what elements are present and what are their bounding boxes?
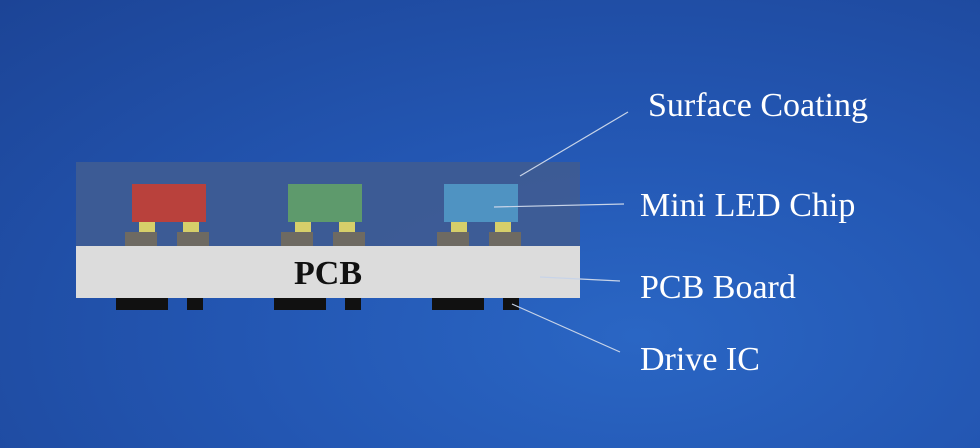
label-pcb-board: PCB Board — [640, 269, 796, 306]
drive-ic-large — [116, 298, 168, 310]
solder-joint — [451, 222, 467, 232]
label-surface-coating: Surface Coating — [648, 87, 868, 124]
pcb-pad — [437, 232, 469, 246]
solder-joint — [495, 222, 511, 232]
pcb-pad — [333, 232, 365, 246]
solder-joint — [295, 222, 311, 232]
pcb-pad — [281, 232, 313, 246]
solder-joint — [339, 222, 355, 232]
pcb-pad — [177, 232, 209, 246]
label-mini-led-chip: Mini LED Chip — [640, 187, 856, 224]
led-chip-red — [132, 184, 206, 222]
led-chip-blue — [444, 184, 518, 222]
drive-ic-small — [503, 298, 519, 310]
led-chip-green — [288, 184, 362, 222]
leader-line-pcb-board — [539, 276, 621, 282]
led-chip-group — [125, 184, 209, 246]
label-drive-ic: Drive IC — [640, 341, 760, 378]
pcb-board — [76, 246, 580, 298]
solder-joint — [139, 222, 155, 232]
drive-ic-large — [274, 298, 326, 310]
pcb-board-text: PCB — [294, 255, 362, 292]
drive-ic-small — [187, 298, 203, 310]
led-chip-group — [281, 184, 365, 246]
led-chip-group — [437, 184, 521, 246]
pcb-pad — [489, 232, 521, 246]
pcb-pad — [125, 232, 157, 246]
leader-line-mini-led-chip — [493, 203, 625, 208]
leader-line-drive-ic — [511, 303, 621, 353]
solder-joint — [183, 222, 199, 232]
drive-ic-large — [432, 298, 484, 310]
drive-ic-small — [345, 298, 361, 310]
leader-line-surface-coating — [519, 111, 629, 177]
